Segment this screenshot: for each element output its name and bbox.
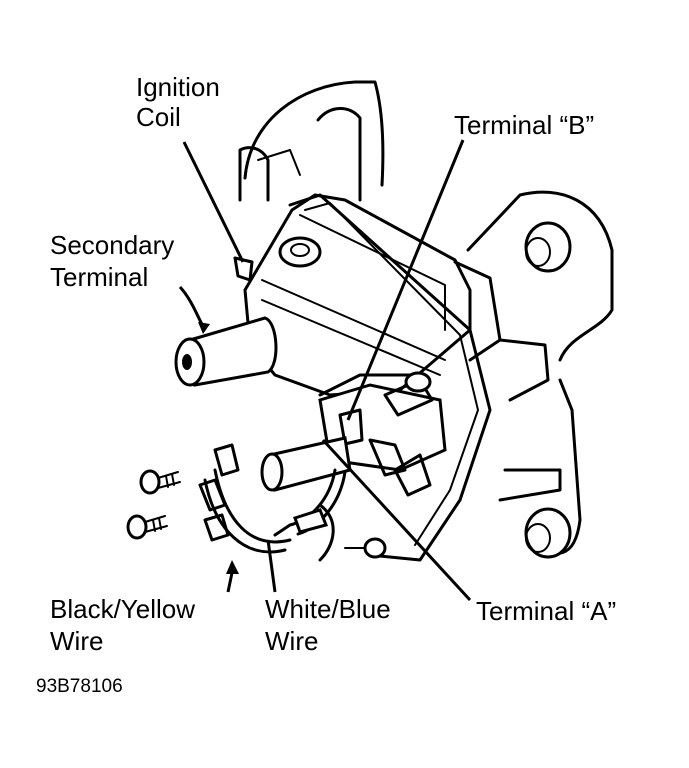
- leader-terminal-b: [346, 139, 465, 421]
- screw-icon: [139, 469, 181, 495]
- label-secondary-terminal-line1: Secondary: [50, 230, 175, 260]
- figure-code: 93B78106: [36, 676, 123, 697]
- mounting-boss-lower: [524, 507, 572, 559]
- leader-terminal-a: [321, 438, 472, 602]
- secondary-terminal-tower: [174, 316, 278, 387]
- label-white-blue-line1: White/Blue: [265, 594, 391, 624]
- mounting-boss-upper: [524, 221, 572, 273]
- coil-mounting-screw: [233, 236, 322, 282]
- black-yellow-wire: [203, 468, 335, 562]
- label-secondary-terminal-line2: Terminal: [50, 262, 149, 292]
- ignition-coil-body: [243, 193, 550, 402]
- ring-terminals: [198, 443, 240, 542]
- label-terminal-a: Terminal “A”: [476, 596, 617, 626]
- label-ignition-coil-line2: Coil: [136, 102, 181, 132]
- label-black-yellow-line2: Wire: [50, 626, 104, 656]
- label-white-blue-line2: Wire: [265, 626, 319, 656]
- ground-screw: [344, 537, 387, 559]
- screw-icon: [126, 514, 168, 540]
- leader-ignition-coil: [182, 141, 245, 263]
- leader-white-blue: [266, 539, 277, 593]
- wire-connector: [260, 436, 352, 492]
- label-terminal-b: Terminal “B”: [454, 110, 595, 140]
- terminal-block: [318, 371, 447, 497]
- leader-lines: [178, 139, 472, 602]
- label-black-yellow-line1: Black/Yellow: [50, 594, 196, 624]
- label-ignition-coil-line1: Ignition: [136, 72, 220, 102]
- coil-bracket: [288, 193, 492, 562]
- engine-housing: [238, 80, 614, 555]
